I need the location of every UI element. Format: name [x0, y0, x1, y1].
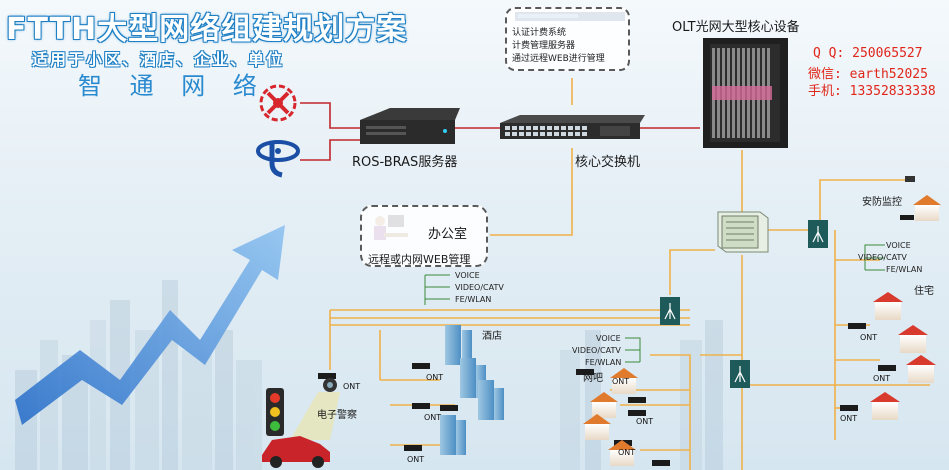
residence-service-video: VIDEO/CATV [858, 253, 907, 262]
billing-system-box: 认证计费系统 计费管理服务器 通过远程WEB进行管理 [505, 7, 630, 71]
residence-label: 住宅 [914, 286, 934, 297]
office-box: 办公室 远程或内网WEB管理 [360, 205, 488, 267]
netcafe-service-fe: FE/WLAN [585, 358, 622, 367]
car-graphic [262, 436, 330, 468]
ont-label: ONT [426, 373, 444, 382]
service-brackets [424, 244, 885, 363]
netcafe-service-video: VIDEO/CATV [572, 346, 621, 355]
growth-arrow [15, 225, 285, 425]
billing-line-auth: 认证计费系统 [512, 28, 567, 38]
contact-phone: 手机: 13352833338 [808, 84, 936, 99]
core-switch-graphic [500, 115, 645, 139]
ont-devices [318, 215, 914, 466]
server-label: ROS-BRAS服务器 [352, 155, 458, 170]
ont-label: ONT [873, 374, 891, 383]
billing-line-web: 通过远程WEB进行管理 [512, 54, 605, 64]
olt-chassis-graphic [703, 38, 788, 148]
netcafe-label: 网吧 [583, 373, 603, 384]
splitter-boxes [660, 220, 828, 388]
houses [583, 195, 941, 466]
hotel-service-video: VIDEO/CATV [455, 283, 504, 292]
security-label: 安防监控 [862, 197, 902, 208]
residence-service-fe: FE/WLAN [886, 265, 923, 274]
brand-name: 智 通 网 络 [78, 72, 267, 100]
surveillance-camera-graphic [290, 378, 340, 440]
ros-bras-server-graphic [360, 108, 460, 144]
ont-label: ONT [424, 413, 442, 422]
hotel-service-voice: VOICE [455, 271, 480, 280]
hotel-label: 酒店 [482, 331, 502, 342]
contact-qq: Q Q: 250065527 [813, 46, 923, 61]
ont-label: ONT [343, 382, 361, 391]
office-label: 办公室 [428, 227, 468, 242]
telecom-logo-graphic [256, 140, 300, 178]
page-title: FTTH大型网络组建规划方案 [6, 12, 408, 47]
ont-label: ONT [636, 417, 654, 426]
ont-label: ONT [618, 448, 636, 457]
distribution-cabinet-graphic [717, 211, 769, 253]
ont-label: ONT [840, 414, 858, 423]
contact-wechat: 微信: earth52025 [808, 67, 928, 82]
security-camera-graphic [905, 176, 915, 182]
ont-label: ONT [407, 455, 425, 464]
hotel-service-fe: FE/WLAN [455, 295, 492, 304]
traffic-light-graphic [266, 388, 284, 436]
fiber-links [329, 78, 930, 470]
switch-label: 核心交换机 [575, 155, 641, 170]
billing-line-server: 计费管理服务器 [512, 41, 576, 51]
ont-label: ONT [612, 377, 630, 386]
page-subtitle: 适用于小区、酒店、企业、单位 [32, 50, 285, 69]
isp-links [300, 102, 700, 161]
police-label: 电子警察 [317, 410, 357, 421]
olt-label: OLT光网大型核心设备 [672, 20, 800, 35]
office-sublabel: 远程或内网WEB管理 [368, 253, 471, 266]
unicom-logo-graphic [259, 84, 297, 122]
netcafe-service-voice: VOICE [596, 334, 621, 343]
residence-service-voice: VOICE [886, 241, 911, 250]
hotel-buildings [440, 325, 504, 455]
ont-label: ONT [860, 333, 878, 342]
